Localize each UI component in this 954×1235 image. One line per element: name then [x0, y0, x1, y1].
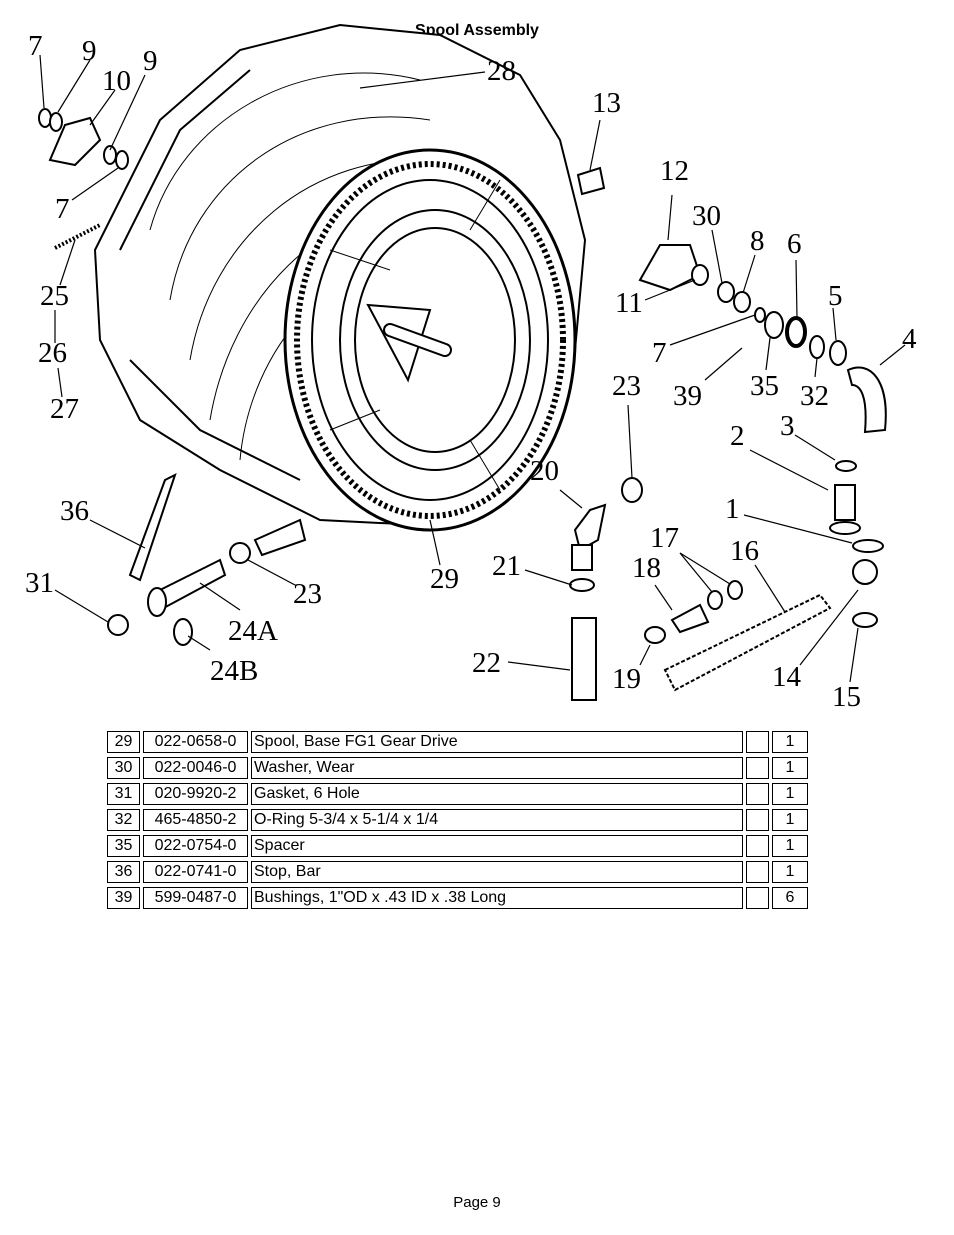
callout-3: 3: [780, 410, 795, 442]
spool-assembly-diagram: 7 9 10 9 7 25 26 27 28 13 12 30 8 6 11 5…: [25, 23, 917, 713]
small-parts: [38, 108, 887, 701]
callout-16: 16: [730, 535, 759, 567]
item-number: 30: [107, 757, 140, 779]
callout-18: 18: [632, 552, 661, 584]
callout-6: 6: [787, 228, 802, 260]
callout-14: 14: [772, 661, 802, 693]
callout-4: 4: [902, 323, 917, 355]
callout-7b: 7: [55, 193, 70, 225]
callout-22: 22: [472, 647, 501, 679]
callout-12: 12: [660, 155, 689, 187]
part-number: 022-0741-0: [143, 861, 248, 883]
callout-26: 26: [38, 337, 67, 369]
blank-cell: [746, 835, 769, 857]
callout-32: 32: [800, 380, 829, 412]
callout-17: 17: [650, 522, 679, 554]
part-number: 022-0754-0: [143, 835, 248, 857]
callout-24a: 24A: [228, 615, 278, 647]
callout-7: 7: [28, 30, 43, 62]
quantity: 1: [772, 861, 808, 883]
item-number: 31: [107, 783, 140, 805]
leader-lines: [39, 54, 906, 683]
description: Bushings, 1"OD x .43 ID x .38 Long: [251, 887, 743, 909]
callout-29: 29: [430, 563, 459, 595]
callout-19: 19: [612, 663, 641, 695]
callout-10: 10: [102, 65, 131, 97]
callout-labels: 7 9 10 9 7 25 26 27 28 13 12 30 8 6 11 5…: [25, 30, 917, 713]
callout-7c: 7: [652, 337, 667, 369]
page-title: Spool Assembly: [415, 22, 539, 39]
part-number: 465-4850-2: [143, 809, 248, 831]
item-number: 35: [107, 835, 140, 857]
blank-cell: [746, 757, 769, 779]
callout-39: 39: [673, 380, 702, 412]
callout-23: 23: [612, 370, 641, 402]
callout-9: 9: [82, 35, 97, 67]
callout-24b: 24B: [210, 655, 258, 687]
callout-11: 11: [615, 287, 643, 319]
item-number: 39: [107, 887, 140, 909]
callout-13: 13: [592, 87, 621, 119]
quantity: 1: [772, 783, 808, 805]
quantity: 1: [772, 809, 808, 831]
callout-27: 27: [50, 393, 79, 425]
item-number: 36: [107, 861, 140, 883]
callout-28: 28: [487, 55, 516, 87]
blank-cell: [746, 861, 769, 883]
callout-15: 15: [832, 681, 861, 713]
item-number: 32: [107, 809, 140, 831]
callout-20: 20: [530, 455, 559, 487]
quantity: 6: [772, 887, 808, 909]
description: Washer, Wear: [251, 757, 743, 779]
part-number: 022-0658-0: [143, 731, 248, 753]
part-number: 599-0487-0: [143, 887, 248, 909]
callout-25: 25: [40, 280, 69, 312]
description: Spool, Base FG1 Gear Drive: [251, 731, 743, 753]
page-number: Page 9: [453, 1194, 501, 1211]
part-number: 020-9920-2: [143, 783, 248, 805]
description: Gasket, 6 Hole: [251, 783, 743, 805]
callout-36: 36: [60, 495, 89, 527]
blank-cell: [746, 731, 769, 753]
callout-30: 30: [692, 200, 721, 232]
quantity: 1: [772, 835, 808, 857]
callout-31: 31: [25, 567, 54, 599]
blank-cell: [746, 887, 769, 909]
callout-9b: 9: [143, 45, 158, 77]
callout-2: 2: [730, 420, 745, 452]
blank-cell: [746, 809, 769, 831]
callout-23b: 23: [293, 578, 322, 610]
item-number: 29: [107, 731, 140, 753]
description: Spacer: [251, 835, 743, 857]
quantity: 1: [772, 731, 808, 753]
callout-35: 35: [750, 370, 779, 402]
description: O-Ring 5-3/4 x 5-1/4 x 1/4: [251, 809, 743, 831]
part-number: 022-0046-0: [143, 757, 248, 779]
callout-1: 1: [725, 493, 740, 525]
gear-ring: [283, 148, 577, 532]
quantity: 1: [772, 757, 808, 779]
callout-5: 5: [828, 280, 843, 312]
callout-21: 21: [492, 550, 521, 582]
callout-8: 8: [750, 225, 765, 257]
blank-cell: [746, 783, 769, 805]
description: Stop, Bar: [251, 861, 743, 883]
